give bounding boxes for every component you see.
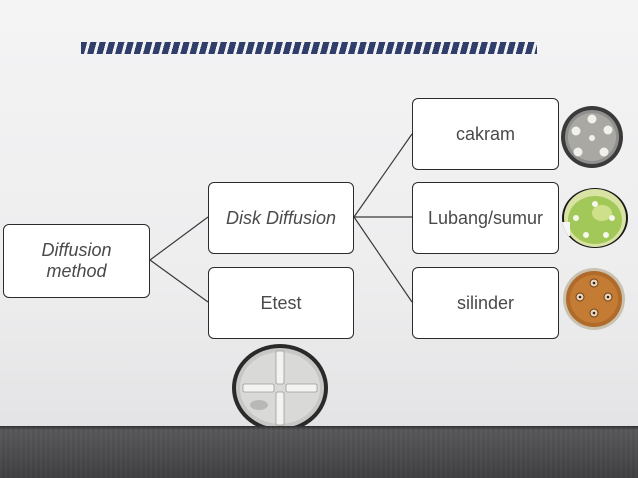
node-silinder-label: silinder bbox=[456, 292, 515, 313]
petri-dish-green-wells-icon bbox=[562, 188, 628, 248]
node-etest-label: Etest bbox=[260, 292, 302, 313]
node-cakram: cakram bbox=[412, 98, 559, 170]
decorative-title-stripe bbox=[81, 42, 537, 54]
etest-plate-icon bbox=[232, 344, 328, 432]
node-disk-diffusion-label: Disk Diffusion bbox=[225, 207, 337, 228]
node-lubang-sumur: Lubang/sumur bbox=[412, 182, 559, 254]
node-silinder: silinder bbox=[412, 267, 559, 339]
petri-dish-orange-cylinders-icon bbox=[563, 268, 625, 330]
connector-root-disk bbox=[149, 216, 209, 261]
node-cakram-label: cakram bbox=[455, 123, 515, 144]
petri-dish-disks-icon bbox=[561, 106, 623, 168]
connector-disk-cakram bbox=[353, 133, 413, 218]
node-lubang-sumur-label: Lubang/sumur bbox=[427, 207, 544, 228]
node-etest: Etest bbox=[208, 267, 354, 339]
connector-disk-silinder bbox=[353, 216, 413, 303]
node-diffusion-method-label: Diffusion method bbox=[41, 240, 112, 281]
node-diffusion-method: Diffusion method bbox=[3, 224, 150, 298]
node-disk-diffusion: Disk Diffusion bbox=[208, 182, 354, 254]
connector-root-etest bbox=[149, 259, 209, 303]
floor-background bbox=[0, 426, 638, 478]
